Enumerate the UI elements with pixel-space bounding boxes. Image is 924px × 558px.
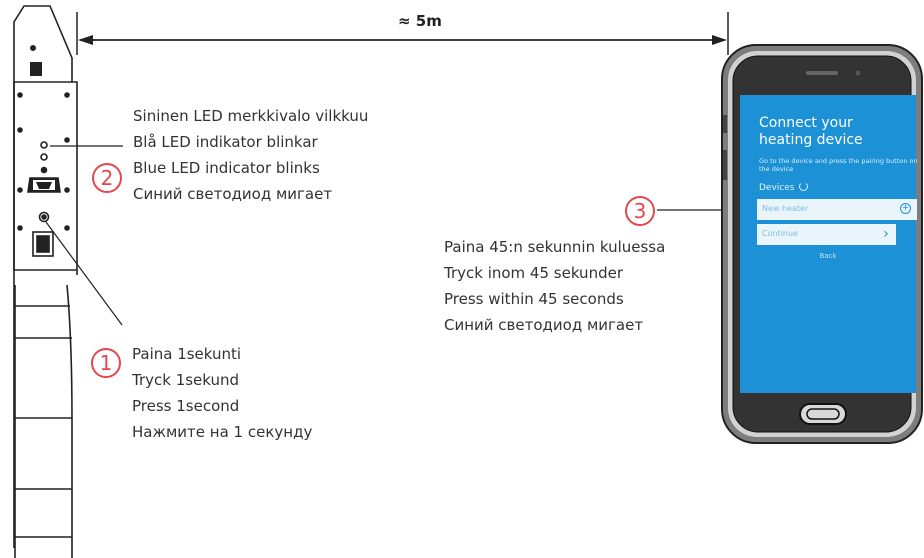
step-1-line-ru: Нажмите на 1 секунду — [132, 423, 313, 441]
step-1-line-sv: Tryck 1sekund — [132, 371, 240, 389]
step-3-line-fi: Paina 45:n sekunnin kuluessa — [444, 238, 666, 256]
continue-label: Continue — [762, 229, 798, 238]
leader-line-1 — [45, 221, 123, 326]
add-device-icon[interactable]: + — [900, 203, 911, 214]
distance-arrow — [76, 12, 729, 55]
screen-title: Connect your heating device — [759, 115, 863, 149]
chevron-right-icon[interactable]: › — [876, 224, 896, 245]
step-3-line-ru: Синий светодиод мигает — [444, 316, 644, 334]
devices-label: Devices — [759, 183, 795, 193]
step-2-instructions: Sininen LED merkkivalo vilkkuu Blå LED i… — [133, 103, 368, 207]
step-3-line-sv: Tryck inom 45 sekunder — [444, 264, 623, 282]
back-link[interactable]: Back — [819, 252, 837, 260]
devices-heading: Devices — [759, 182, 809, 193]
loading-spinner-icon — [799, 182, 809, 191]
step-2-line-en: Blue LED indicator blinks — [133, 159, 320, 177]
step-1-line-fi: Paina 1sekunti — [132, 345, 242, 363]
step-1-instructions: Paina 1sekunti Tryck 1sekund Press 1seco… — [132, 341, 312, 445]
screen-title-line-2: heating device — [759, 132, 863, 148]
distance-label: ≈ 5m — [398, 12, 442, 30]
step-3-badge: 3 — [625, 196, 655, 226]
step-1-badge: 1 — [91, 348, 121, 378]
step-2-line-sv: Blå LED indikator blinkar — [133, 133, 318, 151]
step-2-line-ru: Синий светодиод мигает — [133, 185, 333, 203]
step-2-line-fi: Sininen LED merkkivalo vilkkuu — [133, 107, 369, 125]
phone-screen: Connect your heating device Go to the de… — [740, 95, 918, 393]
screen-subtitle: Go to the device and press the pairing b… — [759, 157, 918, 173]
step-3-line-en: Press within 45 seconds — [444, 290, 624, 308]
device-list-item-new-heater[interactable]: New heater + — [757, 199, 917, 220]
heater-device — [13, 5, 78, 558]
continue-button[interactable]: Continue — [757, 224, 895, 245]
step-1-line-en: Press 1second — [132, 397, 240, 415]
step-2-badge: 2 — [92, 163, 122, 193]
device-name: New heater — [762, 204, 809, 213]
screen-title-line-1: Connect your — [759, 115, 853, 131]
step-3-instructions: Paina 45:n sekunnin kuluessa Tryck inom … — [444, 234, 665, 338]
